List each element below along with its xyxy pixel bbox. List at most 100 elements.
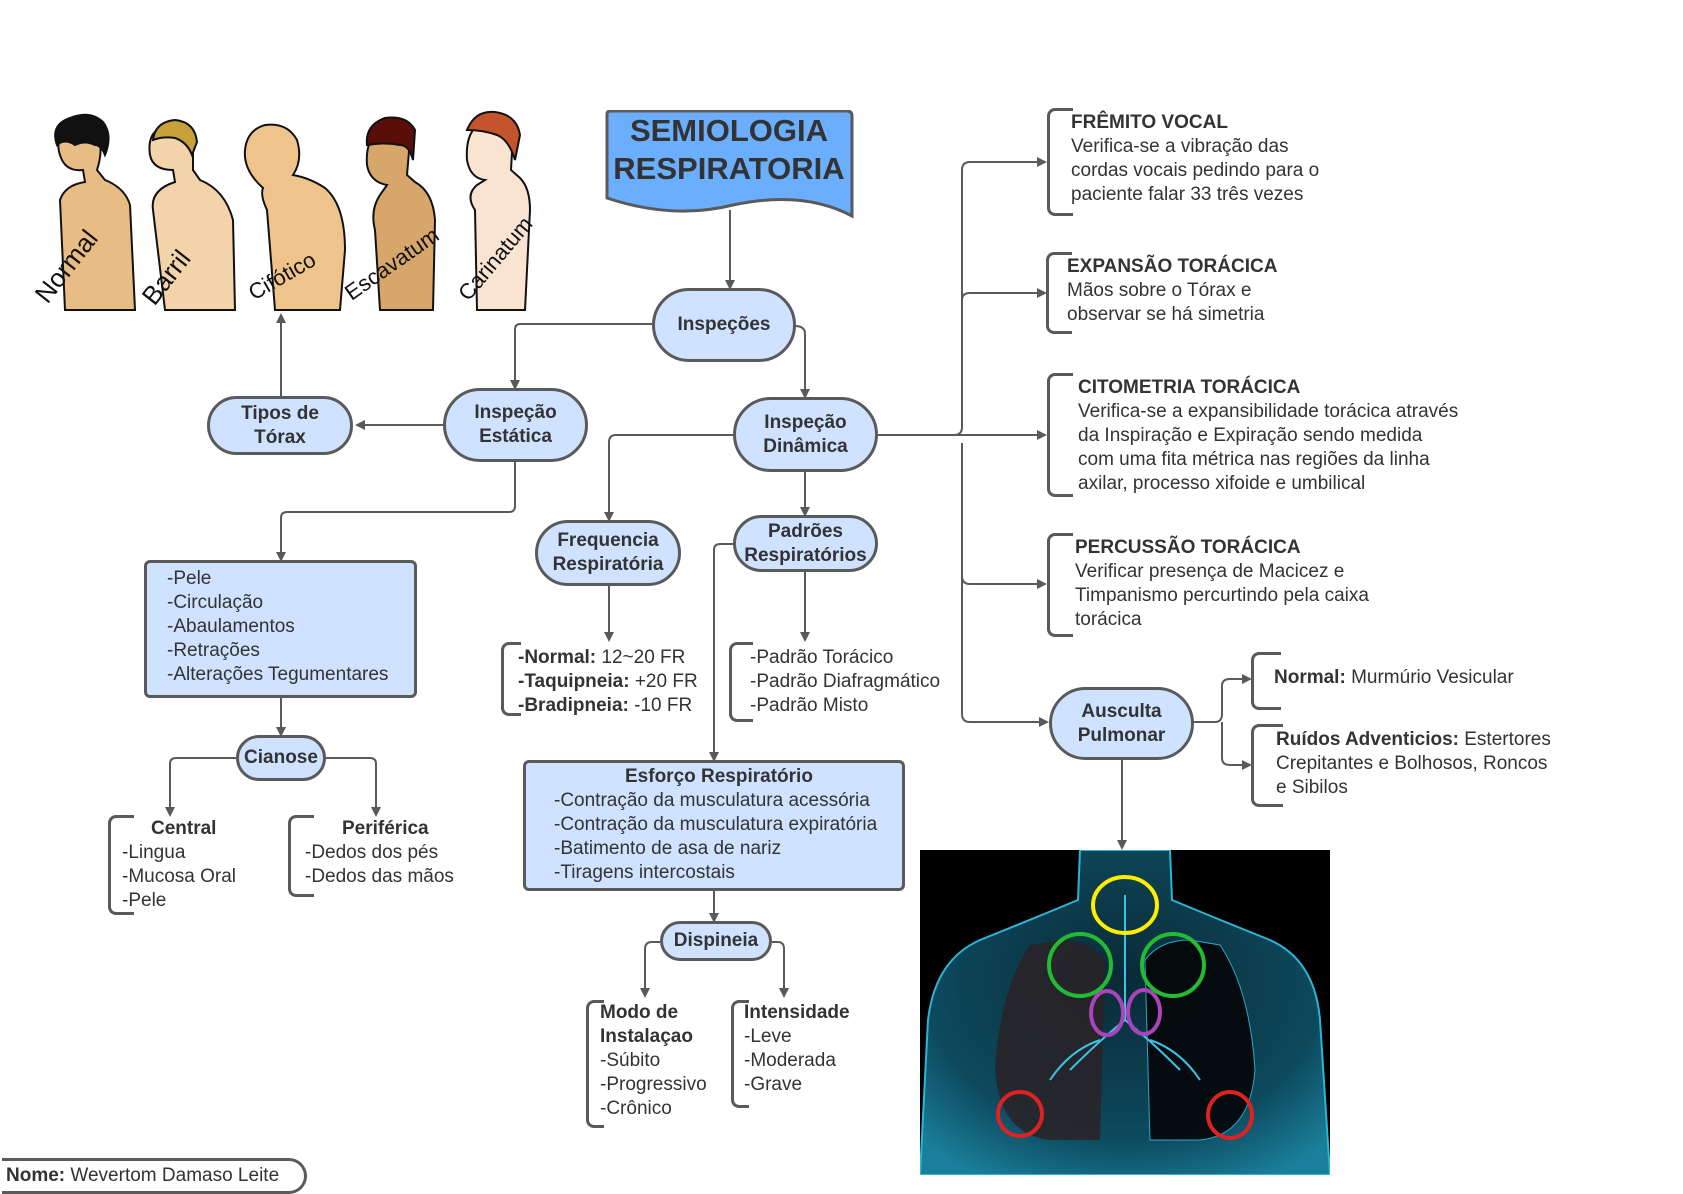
- esforco-item: -Contração da musculatura acessória: [554, 790, 870, 811]
- modo-item: -Súbito: [600, 1050, 661, 1071]
- frequencia-item: -Taquipneia: +20 FR: [518, 671, 698, 692]
- page-title: SEMIOLOGIA RESPIRATORIA: [603, 112, 855, 188]
- normal-value: Murmúrio Vesicular: [1345, 667, 1514, 688]
- node-estatica-line2: Estática: [479, 426, 552, 447]
- estatica-item: -Abaulamentos: [167, 616, 295, 637]
- node-padroes-line2: Respiratórios: [744, 544, 867, 566]
- bracket-modo: [586, 1000, 604, 1128]
- section-line: observar se há simetria: [1067, 304, 1265, 325]
- lungs-icon: [920, 850, 1330, 1175]
- section-title: CITOMETRIA TORÁCICA: [1078, 377, 1301, 398]
- bracket-ruidos: [1251, 724, 1283, 807]
- node-tipos-line2: Tórax: [254, 426, 306, 448]
- node-inspecoes[interactable]: Inspeções: [652, 288, 796, 362]
- esforco-title: Esforço Respiratório: [625, 766, 813, 787]
- section-line: com uma fita métrica nas regiões da linh…: [1078, 449, 1430, 470]
- padroes-item: -Padrão Torácico: [750, 647, 894, 668]
- section-title: FRÊMITO VOCAL: [1071, 112, 1228, 133]
- bracket-intensidade: [731, 1000, 749, 1108]
- chest-auscultation-illustration: [920, 850, 1330, 1175]
- bracket-percussao: [1047, 533, 1073, 637]
- modo-item: -Crônico: [600, 1098, 672, 1119]
- bracket-periferica: [288, 815, 314, 897]
- section-line: axilar, processo xifoide e umbilical: [1078, 473, 1366, 494]
- periferica-item: -Dedos dos pés: [305, 842, 439, 863]
- marker-base-direita: [996, 1090, 1044, 1138]
- section-expansao-toracica: EXPANSÃO TORÁCICA Mãos sobre o Tórax e o…: [1067, 255, 1277, 327]
- padroes-list: -Padrão Torácico -Padrão Diafragmático -…: [750, 646, 940, 718]
- marker-apice-esquerdo: [1140, 932, 1206, 998]
- author-name: Wevertom Damaso Leite: [65, 1165, 280, 1186]
- padroes-item: -Padrão Misto: [750, 695, 869, 716]
- marker-bronquica-esquerda: [1126, 988, 1162, 1036]
- node-dispineia[interactable]: Dispineia: [660, 921, 772, 961]
- bracket-padroes: [729, 642, 753, 722]
- marker-base-esquerda: [1206, 1090, 1254, 1140]
- ruidos-label: Ruídos Adventicios:: [1276, 729, 1459, 750]
- section-citometria-toracica: CITOMETRIA TORÁCICA Verifica-se a expans…: [1078, 376, 1458, 496]
- section-line: Verificar presença de Macicez e: [1075, 561, 1345, 582]
- central-title: Central: [151, 818, 217, 839]
- esforco-item: -Tiragens intercostais: [554, 862, 735, 883]
- title-banner: [605, 110, 854, 219]
- cianose-central: Central -Lingua -Mucosa Oral -Pele: [122, 817, 236, 913]
- bracket-central: [108, 815, 134, 915]
- frequencia-item: -Normal: 12~20 FR: [518, 647, 686, 668]
- central-item: -Lingua: [122, 842, 186, 863]
- node-dispineia-label: Dispineia: [673, 930, 759, 951]
- title-line-2: RESPIRATORIA: [613, 151, 845, 186]
- intensidade-title: Intensidade: [744, 1002, 850, 1023]
- section-fremito-vocal: FRÊMITO VOCAL Verifica-se a vibração das…: [1071, 111, 1319, 207]
- node-estatica-line1: Inspeção: [474, 402, 557, 423]
- node-cianose-label: Cianose: [244, 747, 318, 768]
- frequencia-list: -Normal: 12~20 FR -Taquipneia: +20 FR -B…: [518, 646, 698, 718]
- title-line-1: SEMIOLOGIA: [629, 113, 829, 148]
- section-line: Verifica-se a expansibilidade torácica a…: [1078, 401, 1459, 422]
- author-name-box: Nome: Wevertom Damaso Leite: [2, 1158, 307, 1194]
- modo-item: -Progressivo: [600, 1074, 707, 1095]
- node-inspecoes-label: Inspeções: [677, 314, 771, 335]
- estatica-item: -Retrações: [167, 640, 260, 661]
- estatica-item: -Pele: [167, 568, 212, 589]
- node-frequencia-line1: Frequencia: [557, 530, 659, 551]
- thorax-figures-icon: [54, 110, 532, 311]
- esforco-respiratorio-box: Esforço Respiratório -Contração da muscu…: [523, 760, 905, 891]
- node-frequencia-line2: Respiratória: [552, 554, 664, 575]
- bracket-fremito: [1047, 108, 1073, 216]
- dispineia-modo: Modo de Instalaçao -Súbito -Progressivo …: [600, 1001, 707, 1121]
- central-item: -Mucosa Oral: [122, 866, 237, 887]
- section-line: torácica: [1075, 609, 1142, 630]
- node-ausculta-line1: Ausculta: [1081, 700, 1162, 722]
- estatica-item: -Circulação: [167, 592, 264, 613]
- node-dinamica-line2: Dinâmica: [763, 435, 848, 457]
- node-ausculta-line2: Pulmonar: [1077, 724, 1166, 746]
- node-dinamica-line1: Inspeção: [764, 411, 847, 433]
- esforco-item: -Contração da musculatura expiratória: [554, 814, 878, 835]
- modo-title-1: Modo de: [600, 1002, 679, 1023]
- thorax-types-illustration: Normal Barril Cifótico Escavatum Carinat…: [29, 100, 555, 315]
- intensidade-item: -Moderada: [744, 1050, 836, 1071]
- estatica-item: -Alterações Tegumentares: [167, 664, 389, 685]
- estatica-items-box: -Pele -Circulação -Abaulamentos -Retraçõ…: [144, 560, 417, 698]
- cianose-periferica: Periférica -Dedos dos pés -Dedos das mão…: [305, 817, 454, 889]
- intensidade-item: -Leve: [744, 1026, 792, 1047]
- ausculta-normal: Normal: Murmúrio Vesicular: [1274, 666, 1514, 690]
- section-line: da Inspiração e Expiração sendo medida: [1078, 425, 1423, 446]
- bracket-normal: [1251, 652, 1281, 710]
- node-padroes-line1: Padrões: [768, 520, 843, 542]
- esforco-item: -Batimento de asa de nariz: [554, 838, 782, 859]
- bracket-frequencia: [501, 642, 521, 716]
- ruidos-line: e Sibilos: [1276, 777, 1348, 798]
- periferica-title: Periférica: [342, 818, 429, 839]
- ruidos-value: Estertores: [1458, 729, 1551, 750]
- node-tipos-line1: Tipos de: [241, 402, 319, 424]
- padroes-item: -Padrão Diafragmático: [750, 671, 941, 692]
- node-cianose[interactable]: Cianose: [236, 735, 326, 781]
